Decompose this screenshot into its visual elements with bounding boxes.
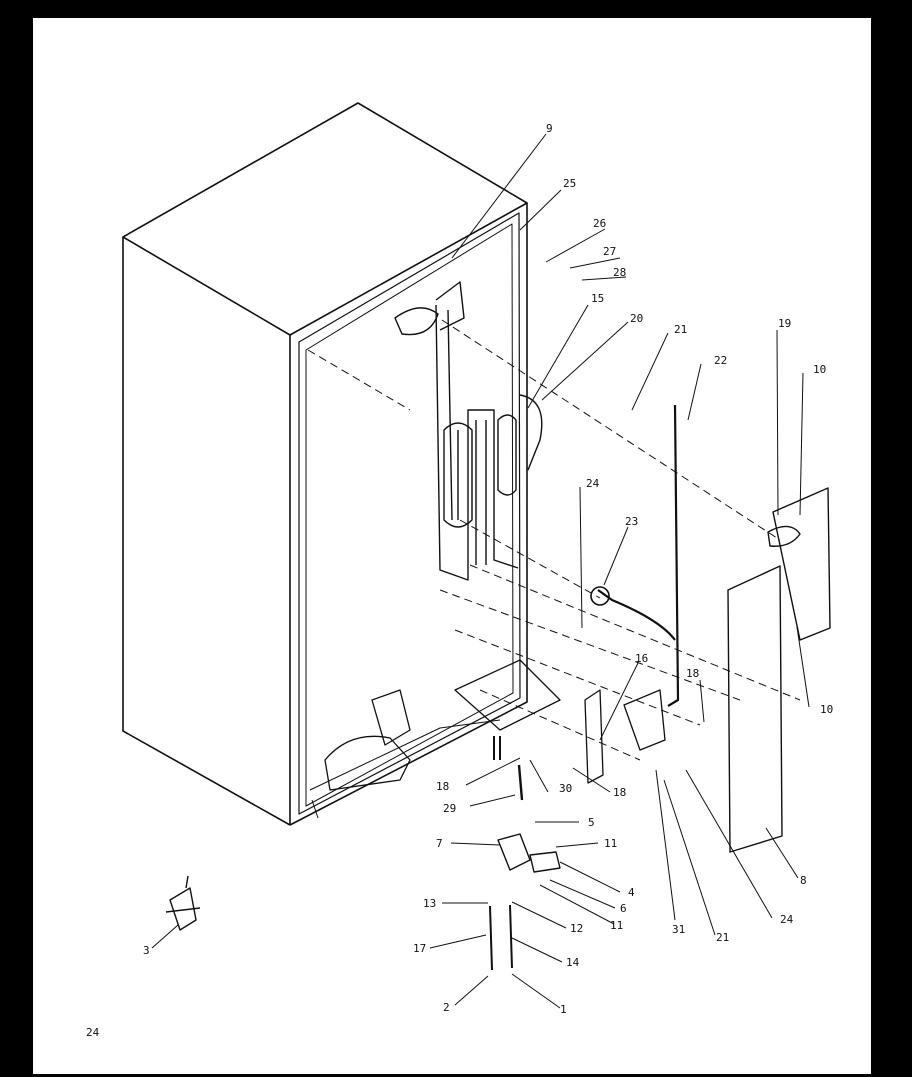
- callout-20: 20: [630, 312, 643, 325]
- callout-14: 14: [566, 956, 580, 969]
- callout-7: 7: [436, 837, 443, 850]
- callout-30: 30: [559, 782, 572, 795]
- leader-lines: [151, 133, 810, 1009]
- callout-17: 17: [413, 942, 426, 955]
- callout-4: 4: [628, 886, 635, 899]
- callout-28: 28: [613, 266, 626, 279]
- compressor-area: [324, 659, 666, 791]
- callout-24-mid: 24: [586, 477, 600, 490]
- wiring-harness: [590, 404, 680, 707]
- callout-18-left: 18: [436, 780, 449, 793]
- callout-11-top: 11: [604, 837, 617, 850]
- callout-13: 13: [423, 897, 436, 910]
- callout-27: 27: [603, 245, 616, 258]
- callout-21-top: 21: [674, 323, 687, 336]
- callout-labels: 9 25 26 27 28 15 20 21 22 19 10 10 24 23…: [143, 122, 833, 1016]
- callout-1: 1: [560, 1003, 567, 1016]
- callout-18-right: 18: [686, 667, 699, 680]
- callout-10-top: 10: [813, 363, 826, 376]
- callout-19: 19: [778, 317, 791, 330]
- callout-12: 12: [570, 922, 583, 935]
- callout-22: 22: [714, 354, 727, 367]
- page-number: 24: [86, 1026, 100, 1039]
- callout-5: 5: [588, 816, 595, 829]
- callout-11-bottom: 11: [610, 919, 623, 932]
- valve-assembly: [489, 736, 561, 971]
- callout-26: 26: [593, 217, 606, 230]
- rear-panel-upper: [767, 487, 831, 641]
- callout-23: 23: [625, 515, 638, 528]
- callout-2: 2: [443, 1001, 450, 1014]
- callout-10-bottom: 10: [820, 703, 833, 716]
- callout-15: 15: [591, 292, 604, 305]
- callout-31: 31: [672, 923, 685, 936]
- callout-8: 8: [800, 874, 807, 887]
- callout-3: 3: [143, 944, 150, 957]
- evaporator-coil: [394, 281, 543, 581]
- projection-lines: [307, 319, 801, 761]
- callout-25: 25: [563, 177, 576, 190]
- callout-29: 29: [443, 802, 456, 815]
- refrigerator-cabinet: [122, 102, 528, 826]
- callout-18-center: 18: [613, 786, 626, 799]
- callout-24-bottom: 24: [780, 913, 794, 926]
- callout-16: 16: [635, 652, 648, 665]
- callout-9: 9: [546, 122, 553, 135]
- part-3-fitting: [165, 875, 201, 931]
- callout-6: 6: [620, 902, 627, 915]
- callout-21-bottom: 21: [716, 931, 729, 944]
- rear-panel-lower: [727, 565, 783, 853]
